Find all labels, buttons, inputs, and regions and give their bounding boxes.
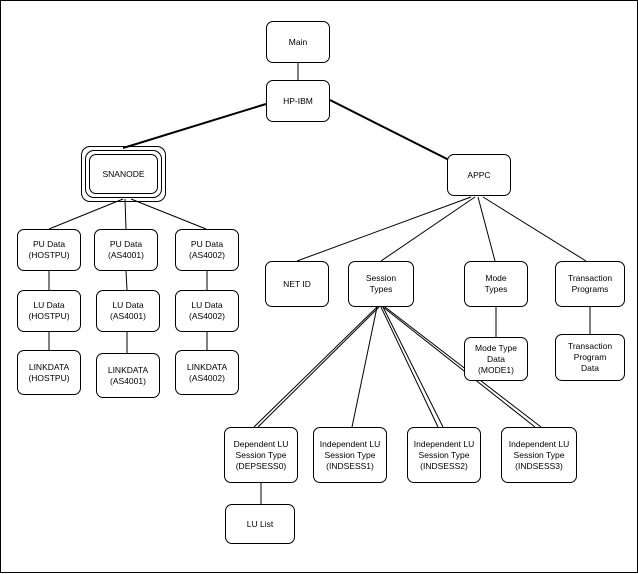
node-appc[interactable]: APPC [447, 154, 511, 196]
node-linkdata-hostpu[interactable]: LINKDATA (HOSTPU) [17, 350, 81, 395]
node-independent-lu-session-type-3[interactable]: Independent LU Session Type (INDSESS3) [501, 427, 577, 483]
node-hp-ibm[interactable]: HP-IBM [266, 80, 330, 122]
edge-hpibm-snanode [122, 103, 267, 149]
node-lu-data-hostpu[interactable]: LU Data (HOSTPU) [17, 290, 81, 332]
node-mode-type-data[interactable]: Mode Type Data (MODE1) [464, 337, 528, 381]
edge-session-indep3 [382, 306, 536, 428]
edge-session-indep1 [351, 306, 378, 428]
edge-session-indep2b [382, 306, 444, 428]
edge-snanode-pu-hostpu [48, 198, 124, 230]
edge-appc-netid [296, 196, 472, 262]
node-mode-types[interactable]: Mode Types [464, 261, 528, 307]
node-linkdata-as4001[interactable]: LINKDATA (AS4001) [96, 353, 160, 398]
node-lu-data-as4002[interactable]: LU Data (AS4002) [175, 290, 239, 332]
edge-appc-tp [482, 196, 587, 262]
node-transaction-program-data[interactable]: Transaction Program Data [555, 334, 625, 381]
node-transaction-programs[interactable]: Transaction Programs [555, 261, 625, 307]
node-pu-data-as4001[interactable]: PU Data (AS4001) [94, 229, 158, 271]
node-lu-list[interactable]: LU List [225, 504, 295, 544]
node-pu-data-as4002[interactable]: PU Data (AS4002) [175, 229, 239, 271]
node-main[interactable]: Main [266, 21, 330, 63]
node-net-id[interactable]: NET ID [265, 261, 329, 307]
edge-pu-lu-as4001 [125, 270, 128, 291]
edge-appc-mode [477, 196, 496, 262]
node-independent-lu-session-type-1[interactable]: Independent LU Session Type (INDSESS1) [313, 427, 387, 483]
node-linkdata-as4002[interactable]: LINKDATA (AS4002) [175, 350, 239, 395]
edge-snanode-pu-as4001 [124, 198, 127, 230]
edge-session-indep2 [380, 306, 439, 428]
edge-session-dep2 [257, 306, 380, 428]
node-independent-lu-session-type-2[interactable]: Independent LU Session Type (INDSESS2) [407, 427, 481, 483]
edge-session-dep [253, 306, 378, 428]
node-session-types[interactable]: Session Types [348, 261, 414, 307]
edge-hpibm-appc [329, 99, 452, 162]
edge-session-indep3b [384, 306, 542, 428]
edge-snanode-pu-as4002 [130, 198, 207, 230]
node-snanode[interactable]: SNANODE [89, 154, 158, 194]
node-lu-data-as4001[interactable]: LU Data (AS4001) [96, 290, 160, 332]
edge-appc-session [380, 196, 476, 262]
node-dependent-lu-session-type[interactable]: Dependent LU Session Type (DEPSESS0) [224, 427, 298, 483]
node-pu-data-hostpu[interactable]: PU Data (HOSTPU) [17, 229, 81, 271]
